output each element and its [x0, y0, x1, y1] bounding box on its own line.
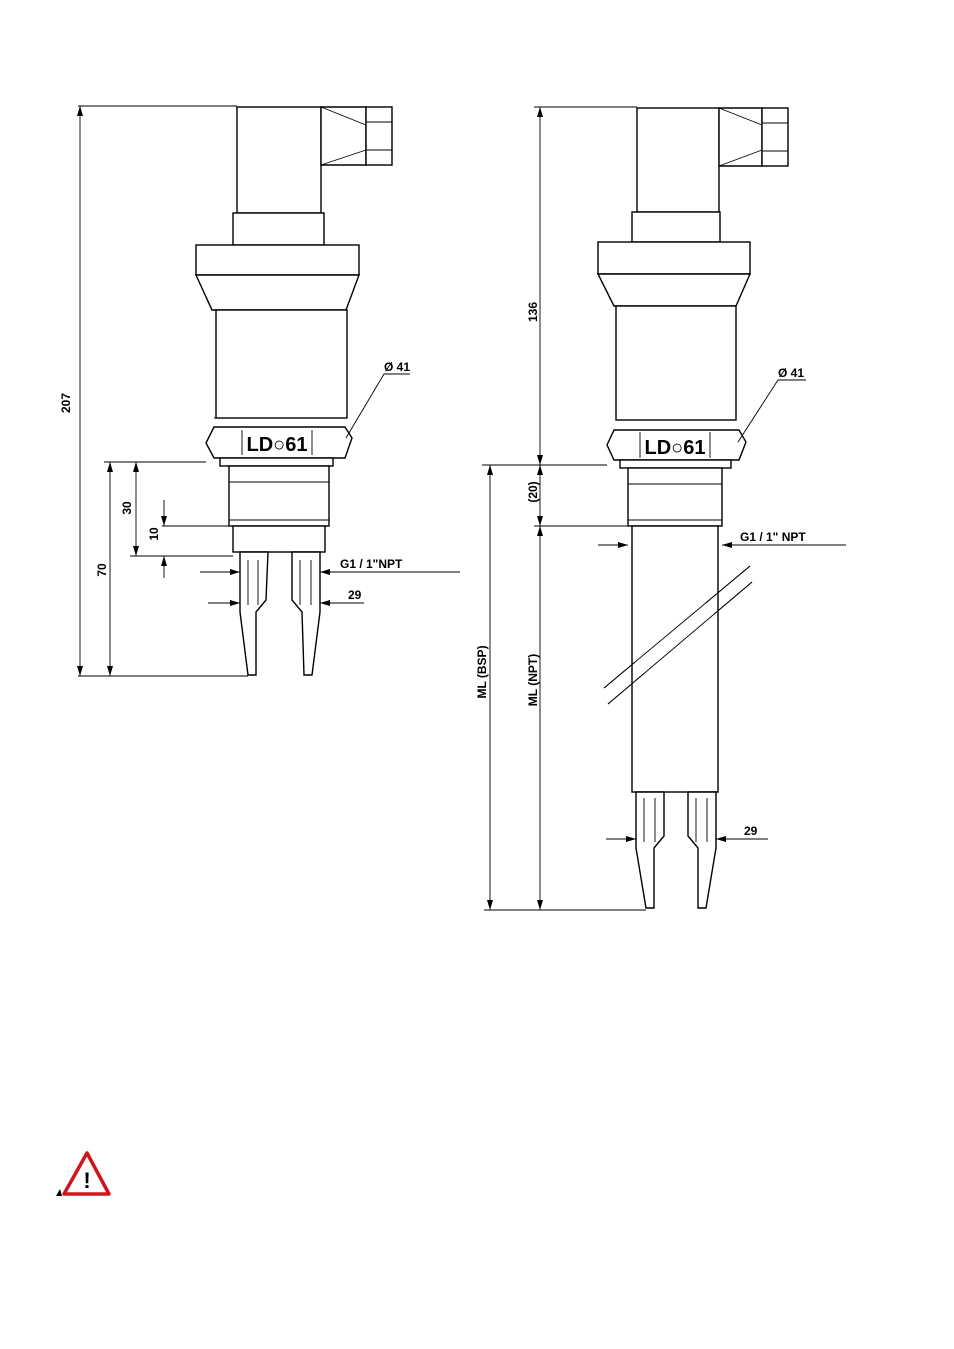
- left-fork-tine-2: [291, 551, 321, 676]
- left-dim-thread-offset: 10: [147, 527, 161, 541]
- right-hex-nut: [606, 429, 747, 461]
- right-connector-nut: [761, 107, 789, 167]
- right-dim-ml-bsp: ML (BSP): [475, 645, 489, 698]
- left-thread: [228, 465, 330, 527]
- right-thread-label: G1 / 1" NPT: [740, 530, 806, 544]
- left-flange: [219, 457, 334, 467]
- right-fork-tine-2: [687, 791, 717, 909]
- right-dim-housing: 136: [526, 302, 540, 322]
- right-brand-label: LD○61: [645, 437, 706, 459]
- warning-triangle-icon: !: [56, 1151, 111, 1196]
- left-dim-fork-width: 29: [348, 588, 362, 602]
- right-main-body: [615, 305, 737, 421]
- left-dim-overall: 207: [59, 393, 73, 413]
- right-sensor-drawing: LD○61 136 (20) ML (B: [475, 106, 846, 911]
- right-fork-tine-1: [635, 791, 665, 909]
- left-main-body: [215, 309, 348, 419]
- right-dim-fork-width: 29: [744, 824, 758, 838]
- left-taper: [194, 274, 361, 311]
- left-connector-nut: [365, 106, 393, 166]
- left-fork-tine-1: [239, 551, 269, 676]
- right-neck: [631, 211, 721, 243]
- right-dim-diameter: Ø 41: [778, 366, 804, 380]
- left-hex-nut: [205, 426, 353, 459]
- right-collar: [597, 241, 751, 275]
- left-thread-label: G1 / 1"NPT: [340, 557, 403, 571]
- left-collar: [195, 244, 360, 276]
- left-dim-fork-length: 70: [95, 563, 109, 577]
- left-sensor-drawing: LD○61 207 70 30: [59, 105, 460, 677]
- right-thread: [627, 467, 723, 527]
- right-flange: [619, 459, 732, 469]
- left-dim-thread-length: 30: [120, 501, 134, 515]
- right-taper: [596, 273, 752, 307]
- right-housing-cap: [636, 107, 720, 213]
- right-extension-tube: [631, 525, 719, 793]
- right-dim-ml-npt: ML (NPT): [526, 654, 540, 706]
- left-thread-lower: [232, 525, 326, 553]
- right-dim-thread-length: (20): [526, 481, 540, 502]
- left-brand-label: LD○61: [247, 434, 308, 456]
- left-housing-cap: [236, 106, 322, 214]
- left-dim-diameter: Ø 41: [384, 360, 410, 374]
- left-neck: [232, 212, 325, 246]
- warning-symbol: !: [83, 1168, 90, 1193]
